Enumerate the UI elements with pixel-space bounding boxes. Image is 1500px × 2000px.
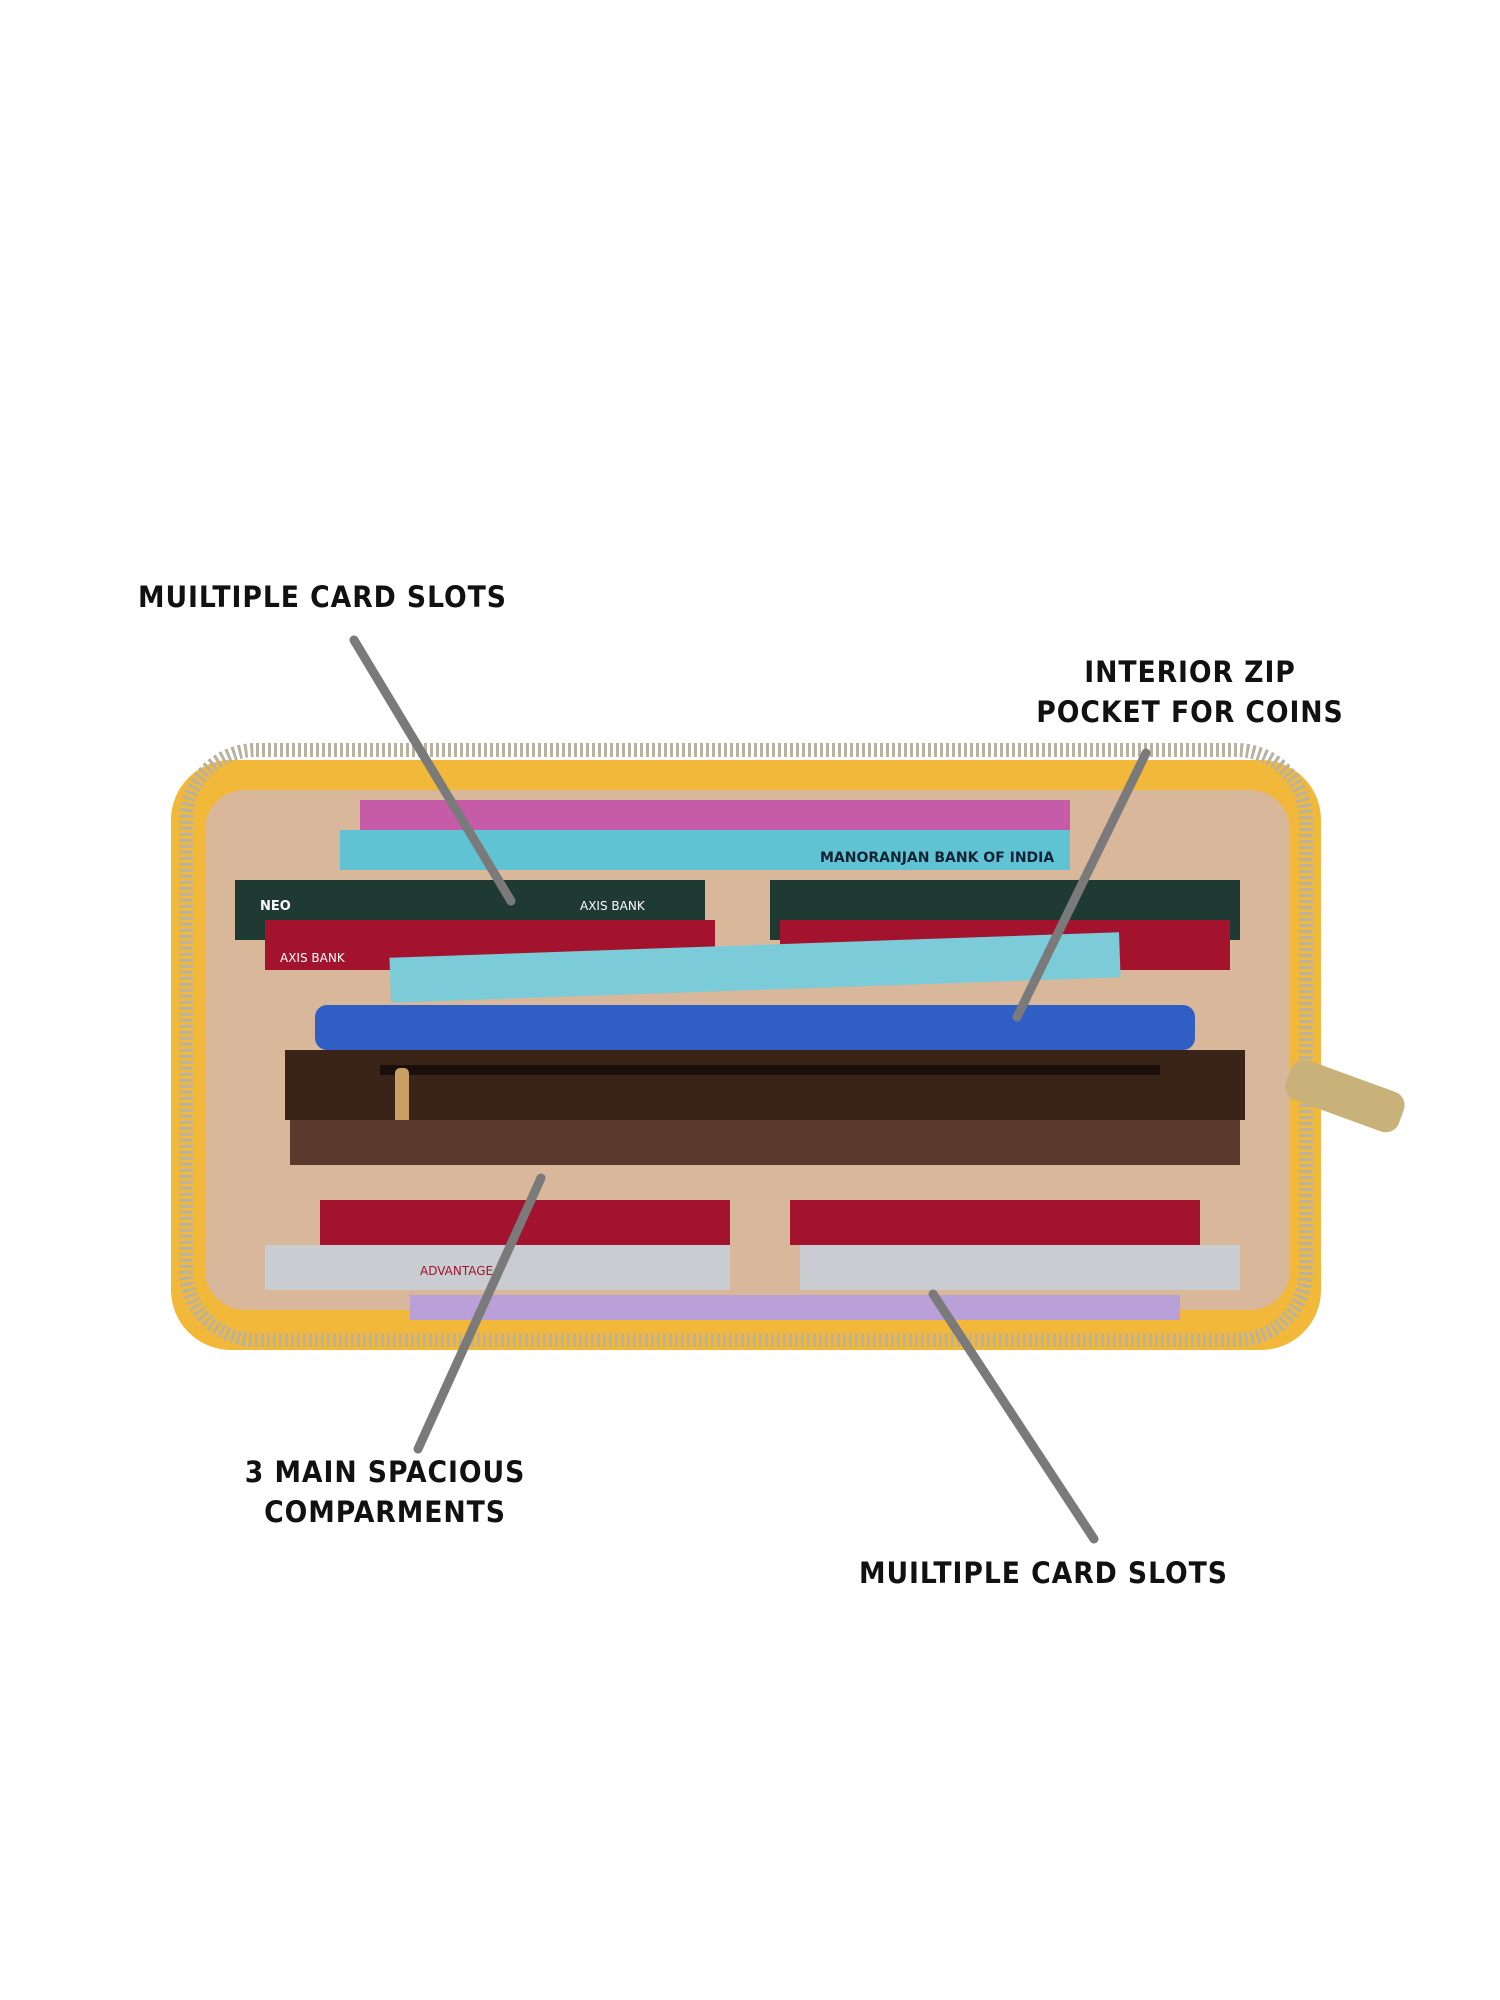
phone <box>315 1005 1195 1050</box>
callout-compartments: 3 MAIN SPACIOUS COMPARMENTS <box>206 1452 565 1532</box>
callout-compartments-line1: 3 MAIN SPACIOUS <box>244 1455 526 1489</box>
callout-arrows <box>349 635 1151 1544</box>
callout-zip-pocket-line2: POCKET FOR COINS <box>1036 695 1344 729</box>
arrow-card-slots-top <box>349 635 516 906</box>
card-text: ADVANTAGE <box>420 1264 493 1278</box>
callout-compartments-line2: COMPARMENTS <box>264 1495 506 1529</box>
banknote <box>340 830 1070 870</box>
interior-zip-pocket <box>285 1050 1245 1120</box>
card-text: AXIS BANK <box>580 899 646 913</box>
banknote-text: MANORANJAN BANK OF INDIA <box>820 850 1054 866</box>
banknote <box>410 1295 1180 1320</box>
card-slot <box>790 1200 1200 1245</box>
callout-card-slots-top: MUILTIPLE CARD SLOTS <box>138 580 507 614</box>
callout-zip-pocket-line1: INTERIOR ZIP <box>1084 655 1296 689</box>
card-text: NEO <box>260 899 291 914</box>
callout-card-slots-bottom: MUILTIPLE CARD SLOTS <box>859 1556 1228 1590</box>
callout-zip-pocket: INTERIOR ZIP POCKET FOR COINS <box>997 652 1383 732</box>
wallet: MANORANJAN BANK OF INDIA NEO AXIS BANK A… <box>171 743 1405 1350</box>
arrow-card-slots-bottom <box>928 1289 1099 1544</box>
arrow-zip-pocket <box>1012 748 1151 1022</box>
banknote <box>389 932 1121 1003</box>
zipper-track <box>179 743 1313 1347</box>
card-text: AXIS BANK <box>280 951 346 965</box>
compartment <box>290 1120 1240 1165</box>
arrow-compartments <box>413 1173 546 1454</box>
card-slot <box>800 1245 1240 1290</box>
zipper-pull <box>1285 1059 1405 1133</box>
